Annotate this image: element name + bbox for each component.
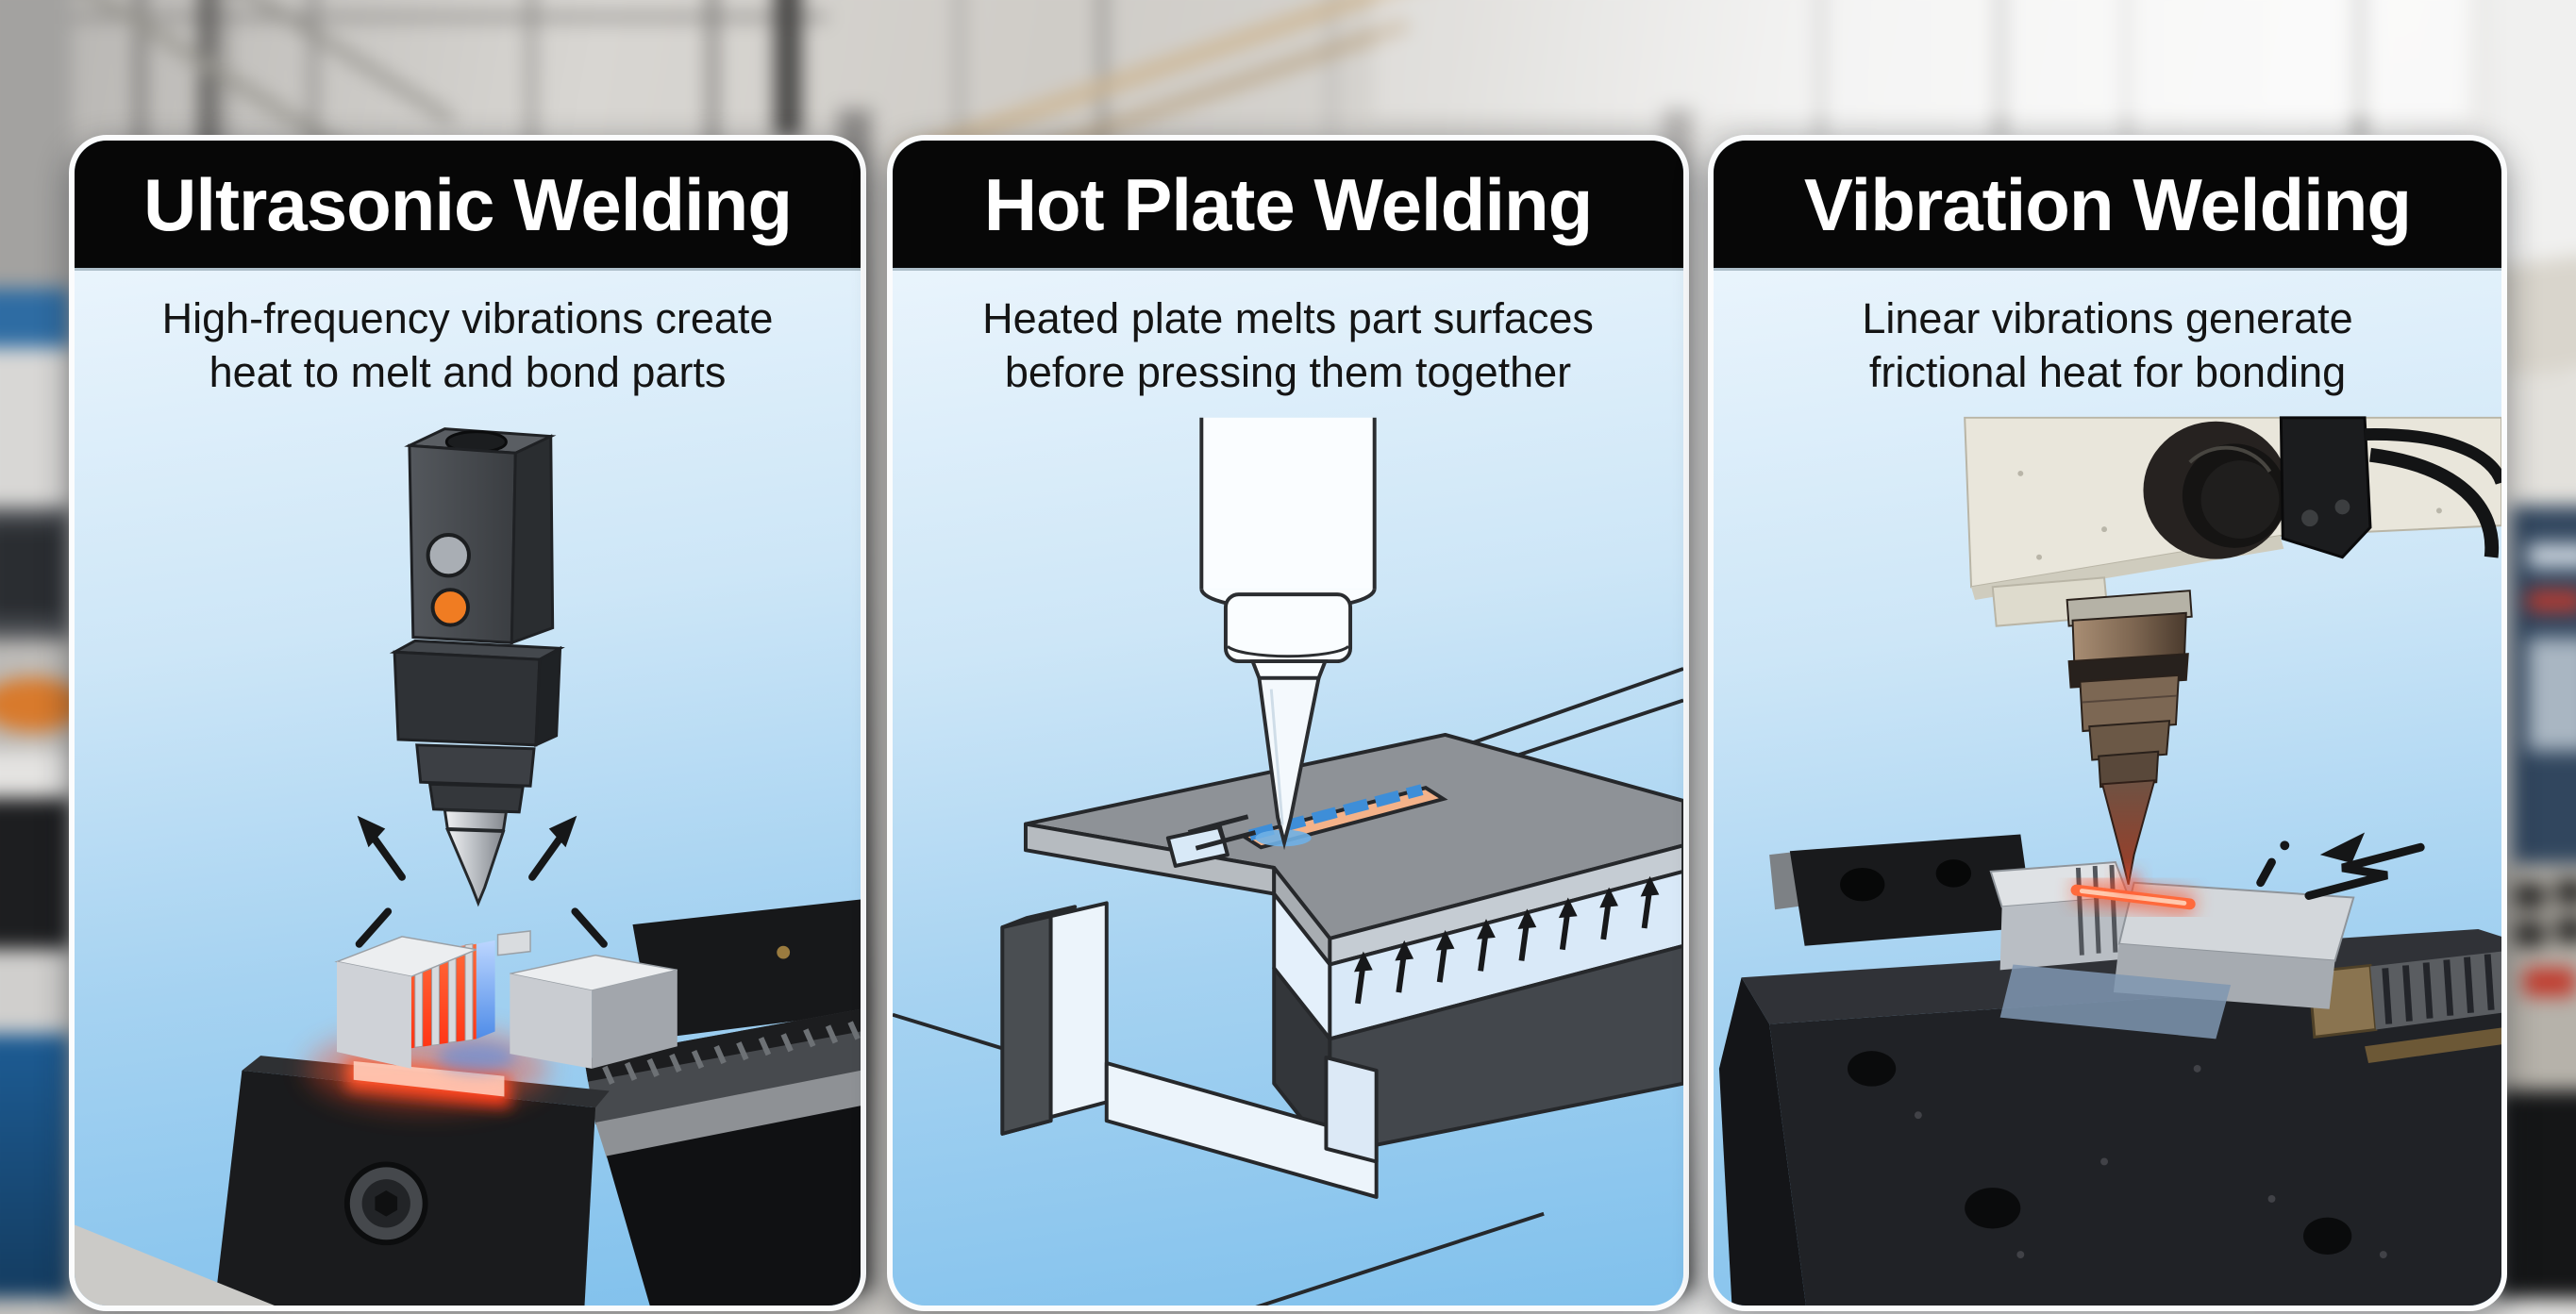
bg-frame-line xyxy=(528,0,534,223)
gray-button xyxy=(426,533,471,578)
hot-plate-illustration xyxy=(893,417,1683,1306)
bg-frame-line xyxy=(1329,0,1334,138)
plate-marking xyxy=(1187,814,1257,851)
bg-frame-line xyxy=(709,0,716,204)
shadow-plate xyxy=(1999,964,2232,1040)
horn-tip xyxy=(445,827,506,907)
ultrasonic-illustration xyxy=(75,427,861,1306)
bg-frame-line xyxy=(1098,0,1106,157)
orange-button xyxy=(430,588,470,627)
vibration-title: Vibration Welding xyxy=(1803,162,2412,246)
part-assembly xyxy=(1000,732,1683,1199)
left-column xyxy=(1000,914,1053,1136)
pressure-arrows-icon xyxy=(1353,875,1660,1005)
vibration-title-bar: Vibration Welding xyxy=(1714,141,2501,271)
melt-layer xyxy=(1328,869,1683,1041)
vibration-zigzag-icon xyxy=(2256,832,2425,900)
sonotrode xyxy=(389,427,565,907)
vibration-illustration xyxy=(1718,416,2501,1306)
machine-head xyxy=(1964,416,2501,627)
spindle xyxy=(2066,590,2193,885)
bg-frame-line xyxy=(957,0,962,147)
ultrasonic-title: Ultrasonic Welding xyxy=(143,162,793,246)
spindle-tip xyxy=(2100,779,2156,885)
hot-plate-strip-segments xyxy=(1248,784,1424,841)
bg-right-control-panel xyxy=(2487,0,2576,1314)
hot-plate-title-bar: Hot Plate Welding xyxy=(893,141,1683,271)
heating-tool xyxy=(1199,417,1377,851)
bg-left-machine xyxy=(0,0,85,1314)
panel-ultrasonic-welding: Ultrasonic Welding High-frequency vibrat… xyxy=(69,135,866,1311)
c-clamp xyxy=(1048,901,1379,1199)
weld-seam-blue-glow xyxy=(476,940,495,1040)
panel-vibration-welding: Vibration Welding Linear vibrations gene… xyxy=(1708,135,2507,1311)
heated-strip xyxy=(1238,784,1448,850)
hot-plate-title: Hot Plate Welding xyxy=(983,162,1594,246)
workpiece-blocks xyxy=(334,930,677,1069)
friction-glow xyxy=(2070,873,2196,918)
cable xyxy=(2369,447,2500,558)
vise-assembly xyxy=(1718,834,2501,1306)
bg-window-light xyxy=(1374,0,2468,119)
panel-hot-plate-welding: Hot Plate Welding Heated plate melts par… xyxy=(887,135,1689,1311)
ultrasonic-title-bar: Ultrasonic Welding xyxy=(75,141,861,271)
bg-pillar xyxy=(775,0,801,138)
mount-bracket xyxy=(2279,416,2372,559)
vibration-arrows-icon xyxy=(355,815,608,948)
linear-rail xyxy=(584,899,861,1306)
bg-pipe-horizontal xyxy=(0,13,827,21)
